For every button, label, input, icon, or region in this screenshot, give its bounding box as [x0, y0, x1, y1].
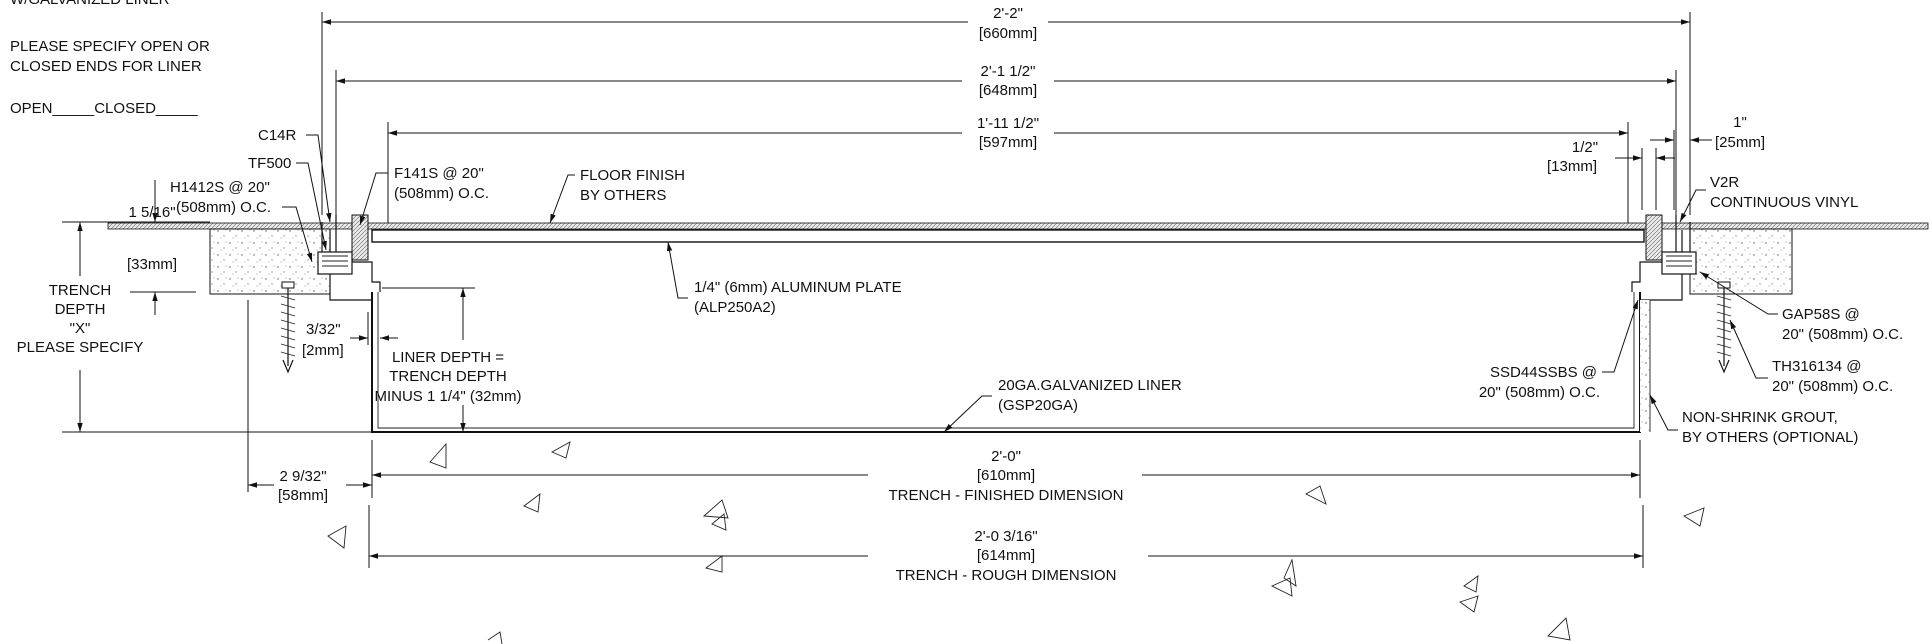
liner-depth-line3: MINUS 1 1/4" (32mm) — [374, 388, 521, 405]
dimension-half-inch: 1/2" [13mm] — [1547, 139, 1675, 210]
callout-grout-line1: NON-SHRINK GROUT, — [1682, 409, 1838, 426]
frame-right — [1631, 214, 1697, 301]
open-closed-note: OPEN_____CLOSED_____ — [10, 100, 198, 117]
callout-ssd44-line2: 20" (508mm) O.C. — [1479, 384, 1600, 401]
dimension-gap: 3/32" [2mm] — [302, 312, 398, 359]
dimension-one-inch-imperial: 1" — [1733, 114, 1747, 131]
dimension-plate-metric: [597mm] — [979, 134, 1037, 151]
callout-tf500: TF500 — [248, 155, 327, 251]
dimension-finished: 2'-0" [610mm] TRENCH - FINISHED DIMENSIO… — [371, 440, 1641, 504]
trench-depth-line3: "X" — [70, 320, 91, 337]
dimension-one-inch: 1" [25mm] — [1650, 114, 1765, 210]
dimension-plate: 1'-11 1/2" [597mm] — [387, 115, 1629, 226]
liner-depth-line1: LINER DEPTH = — [392, 349, 504, 366]
callout-ssd44ssbs: SSD44SSBS @ 20" (508mm) O.C. — [1479, 299, 1639, 401]
callout-plate-line1: 1/4" (6mm) ALUMINUM PLATE — [694, 279, 902, 296]
dimension-finished-metric: [610mm] — [977, 467, 1035, 484]
dimension-rough-metric: [614mm] — [977, 547, 1035, 564]
callout-f141s-line1: F141S @ 20" — [394, 165, 484, 182]
dimension-half-inch-imperial: 1/2" — [1572, 139, 1598, 156]
dimension-offset-metric: [58mm] — [278, 487, 328, 504]
callout-c14r: C14R — [258, 127, 332, 223]
dimension-rough-imperial: 2'-0 3/16" — [974, 528, 1037, 545]
trench-depth-line4: PLEASE SPECIFY — [17, 339, 144, 356]
callout-liner-line2: (GSP20GA) — [998, 397, 1078, 414]
aluminum-plate — [371, 229, 1645, 243]
callout-f141s: F141S @ 20" (508mm) O.C. — [359, 165, 489, 226]
callout-plate-line2: (ALP250A2) — [694, 299, 776, 316]
dimension-liner-depth: LINER DEPTH = TRENCH DEPTH MINUS 1 1/4" … — [374, 287, 522, 432]
callout-f141s-line2: (508mm) O.C. — [394, 185, 489, 202]
specify-note-line2: CLOSED ENDS FOR LINER — [10, 58, 202, 75]
dimension-overall-metric: [660mm] — [979, 25, 1037, 42]
anchor-screw-left — [280, 281, 296, 374]
dimension-frame-imperial: 2'-1 1/2" — [981, 63, 1036, 80]
callout-ssd44-line1: SSD44SSBS @ — [1490, 364, 1597, 381]
callout-floor-line1: FLOOR FINISH — [580, 167, 685, 184]
callout-liner: 20GA.GALVANIZED LINER (GSP20GA) — [943, 377, 1182, 433]
dimension-rough-label: TRENCH - ROUGH DIMENSION — [896, 567, 1117, 584]
grout-right — [1640, 300, 1651, 432]
callout-v2r-line1: V2R — [1710, 174, 1739, 191]
callout-h1412s: H1412S @ 20" (508mm) O.C. — [170, 179, 313, 263]
callout-floor-finish: FLOOR FINISH BY OTHERS — [549, 167, 685, 224]
callout-grout-line2: BY OTHERS (OPTIONAL) — [1682, 429, 1858, 446]
dimension-height: 1 5/16" [33mm] — [127, 180, 196, 315]
liner-depth-line2: TRENCH DEPTH — [389, 368, 507, 385]
dimension-overall-imperial: 2'-2" — [993, 5, 1023, 22]
dimension-frame: 2'-1 1/2" [648mm] — [335, 63, 1677, 215]
trench-depth-dimension: TRENCH DEPTH "X" PLEASE SPECIFY — [17, 221, 372, 433]
callout-aluminum-plate: 1/4" (6mm) ALUMINUM PLATE (ALP250A2) — [666, 241, 902, 316]
subgrade-aggregate — [327, 441, 1705, 644]
dimension-finished-label: TRENCH - FINISHED DIMENSION — [888, 487, 1123, 504]
callout-th316134-line2: 20" (508mm) O.C. — [1772, 378, 1893, 395]
frame-left — [317, 214, 381, 301]
callout-c14r-text: C14R — [258, 127, 297, 144]
callout-grout: NON-SHRINK GROUT, BY OTHERS (OPTIONAL) — [1649, 394, 1858, 446]
dimension-gap-metric: [2mm] — [302, 342, 344, 359]
callout-h1412s-line1: H1412S @ 20" — [170, 179, 270, 196]
callout-th316134: TH316134 @ 20" (508mm) O.C. — [1729, 319, 1893, 395]
dimension-rough: 2'-0 3/16" [614mm] TRENCH - ROUGH DIMENS… — [368, 505, 1644, 584]
concrete-slab-right — [1689, 228, 1793, 295]
dimension-one-inch-metric: [25mm] — [1715, 134, 1765, 151]
callout-h1412s-line2: (508mm) O.C. — [176, 199, 271, 216]
dimension-gap-imperial: 3/32" — [306, 321, 341, 338]
callout-gap58s-line1: GAP58S @ — [1782, 306, 1860, 323]
dimension-plate-imperial: 1'-11 1/2" — [977, 115, 1039, 132]
dimension-half-inch-metric: [13mm] — [1547, 158, 1597, 175]
anchor-screw-right — [1716, 281, 1732, 374]
callout-v2r: V2R CONTINUOUS VINYL — [1679, 174, 1858, 223]
callout-th316134-line1: TH316134 @ — [1772, 358, 1861, 375]
dimension-finished-imperial: 2'-0" — [991, 448, 1021, 465]
dimension-offset-imperial: 2 9/32" — [279, 468, 326, 485]
callout-gap58s: GAP58S @ 20" (508mm) O.C. — [1699, 271, 1903, 343]
callout-floor-line2: BY OTHERS — [580, 187, 666, 204]
callout-tf500-text: TF500 — [248, 155, 291, 172]
dimension-height-metric: [33mm] — [127, 256, 177, 273]
liner-note-title: W/GALVANIZED LINER — [10, 0, 170, 8]
dimension-offset: 2 9/32" [58mm] — [247, 300, 372, 504]
specify-note-line1: PLEASE SPECIFY OPEN OR — [10, 38, 210, 55]
callout-v2r-line2: CONTINUOUS VINYL — [1710, 194, 1858, 211]
trench-depth-line2: DEPTH — [55, 301, 106, 318]
trench-depth-line1: TRENCH — [49, 282, 112, 299]
callout-liner-line1: 20GA.GALVANIZED LINER — [998, 377, 1182, 394]
floor-finish — [107, 222, 1929, 230]
dimension-frame-metric: [648mm] — [979, 82, 1037, 99]
dimension-overall: 2'-2" [660mm] — [321, 5, 1691, 215]
callout-gap58s-line2: 20" (508mm) O.C. — [1782, 326, 1903, 343]
dimension-height-imperial: 1 5/16" — [128, 204, 175, 221]
